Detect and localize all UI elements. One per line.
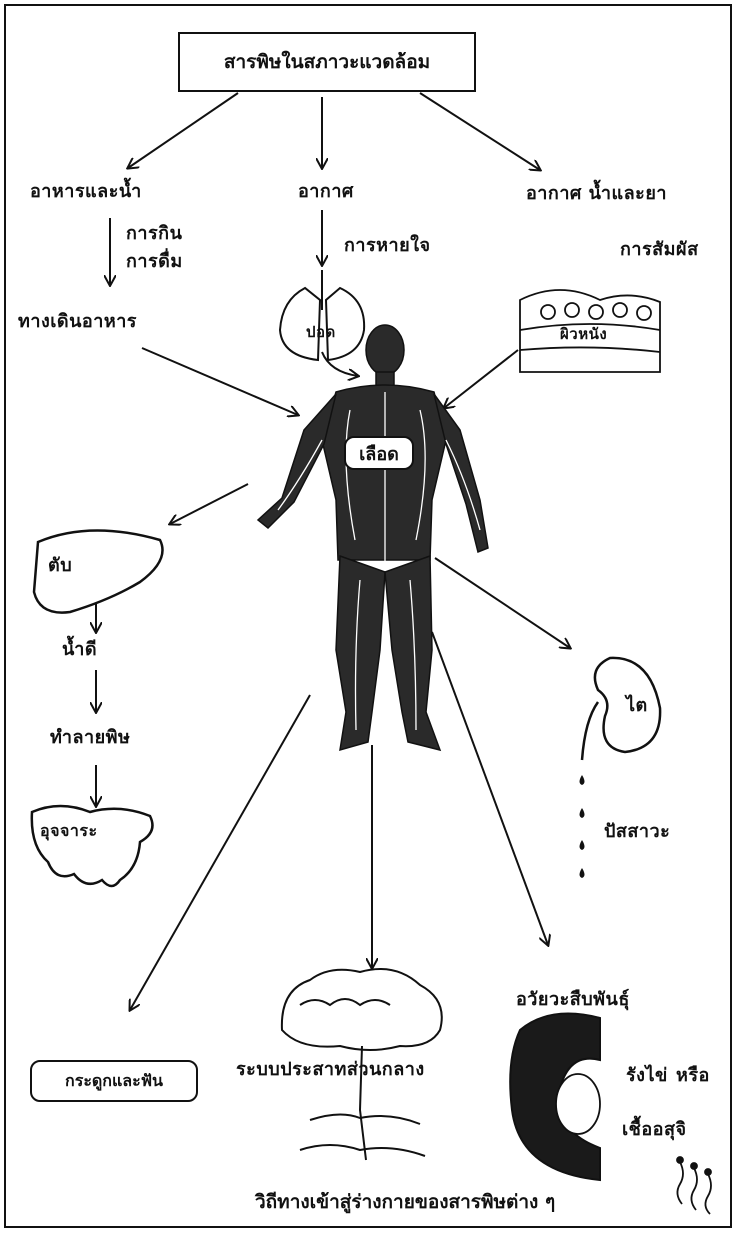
- blood-label: เลือด: [344, 436, 414, 470]
- intestine-icon: [32, 806, 153, 886]
- diagram-caption: วิถีทางเข้าสู่ร่างกายของสารพิษต่าง ๆ: [255, 1187, 555, 1217]
- ovary-label: รังไข่: [626, 1066, 668, 1086]
- entry-digestive-tract: ทางเดินอาหาร: [18, 312, 137, 332]
- arrow-title-to-air-water: [420, 93, 540, 170]
- sperm-icon: [677, 1157, 711, 1214]
- action-touch: การสัมผัส: [620, 240, 699, 260]
- kidney-label: ไต: [626, 696, 648, 716]
- arrow-digestive-to-body: [142, 348, 298, 415]
- womb-fetus-icon: [510, 1014, 600, 1180]
- urine-drops: [580, 775, 585, 878]
- entry-skin-label: ผิวหนัง: [560, 326, 607, 343]
- arrow-skin-to-body: [444, 350, 518, 408]
- cns-label: ระบบประสาทส่วนกลาง: [236, 1060, 425, 1080]
- detox-label: ทำลายพิษ: [50, 728, 130, 748]
- reproductive-label: อวัยวะสืบพันธุ์: [516, 990, 630, 1010]
- route-food-water: อาหารและน้ำ: [30, 182, 142, 202]
- lung-icon: [280, 270, 364, 360]
- bone-teeth-label: กระดูกและฟัน: [30, 1060, 198, 1102]
- route-air: อากาศ: [298, 182, 354, 202]
- bile-label: น้ำดี: [62, 640, 97, 660]
- arrow-body-to-bone: [130, 695, 310, 1010]
- arrow-title-to-food: [128, 93, 238, 168]
- arrow-body-to-reproductive: [432, 632, 548, 945]
- arrow-body-to-liver: [170, 484, 248, 524]
- action-breathe: การหายใจ: [344, 236, 431, 256]
- action-drink: การดื่ม: [126, 252, 183, 272]
- urine-label: ปัสสาวะ: [604, 822, 670, 842]
- human-body-figure: [258, 325, 488, 750]
- arrow-body-to-kidney: [435, 558, 570, 648]
- action-eat: การกิน: [126, 224, 182, 244]
- entry-lung-label: ปอด: [306, 324, 336, 341]
- sperm-label: เชื้ออสุจิ: [622, 1120, 687, 1140]
- route-air-water-drug: อากาศ น้ำและยา: [526, 184, 667, 204]
- kidney-icon: [582, 658, 660, 760]
- or-label: หรือ: [676, 1066, 710, 1086]
- diagram-title: สารพิษในสภาวะแวดล้อม: [178, 32, 476, 92]
- feces-label: อุจจาระ: [40, 822, 98, 840]
- liver-label: ตับ: [48, 556, 72, 576]
